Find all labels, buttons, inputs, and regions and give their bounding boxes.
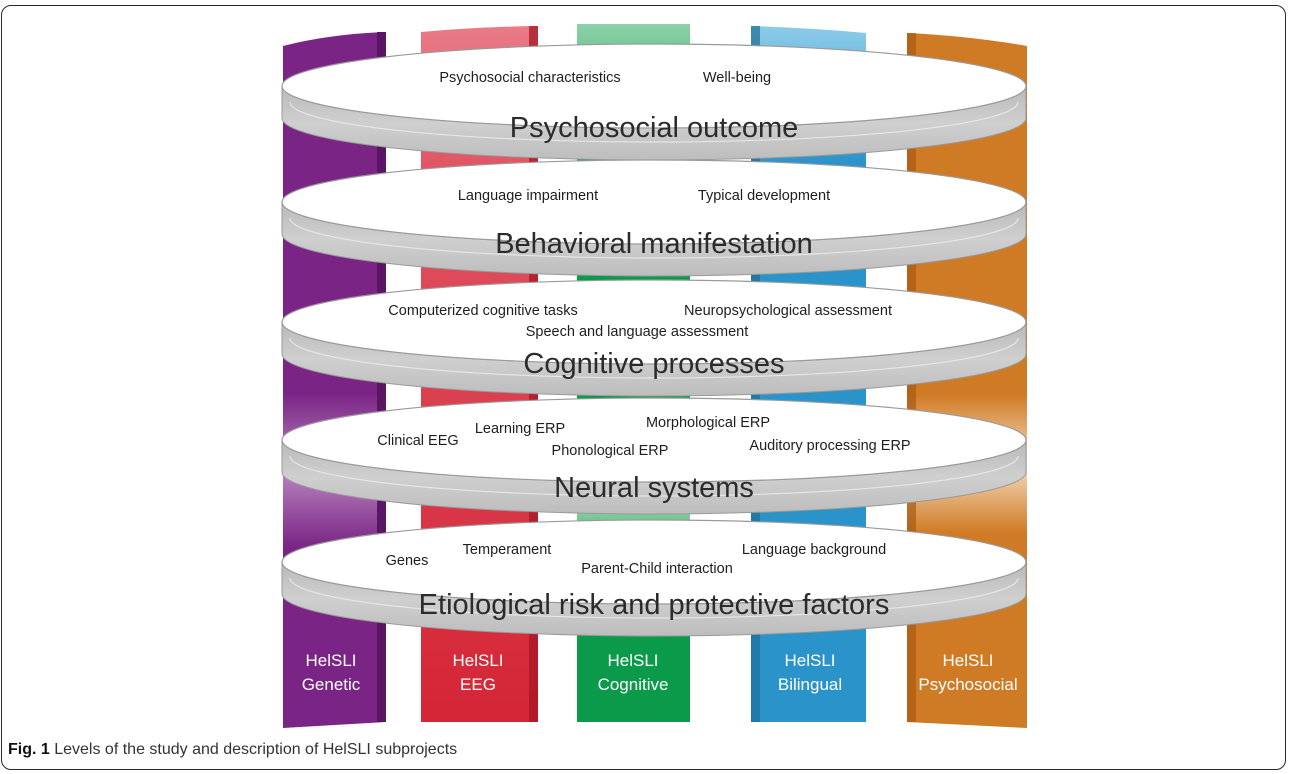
level-title: Etiological risk and protective factors xyxy=(419,589,890,621)
column-label-line2: Psychosocial xyxy=(918,675,1017,694)
level-item: Clinical EEG xyxy=(377,433,458,449)
level-item: Neuropsychological assessment xyxy=(684,303,892,319)
level-title: Neural systems xyxy=(554,472,754,504)
level-item: Psychosocial characteristics xyxy=(439,70,620,86)
level-title: Behavioral manifestation xyxy=(495,228,813,260)
level-disc-psychosocial-outcome xyxy=(281,43,1027,161)
level-item: Learning ERP xyxy=(475,421,565,437)
level-item: Genes xyxy=(386,553,429,569)
level-item: Computerized cognitive tasks xyxy=(388,303,577,319)
level-disc-cognitive-processes xyxy=(281,279,1027,397)
column-label-line1: HelSLI xyxy=(942,651,993,670)
column-label-line2: EEG xyxy=(460,675,496,694)
level-disc-etiological-factors xyxy=(281,519,1027,637)
figure-caption: Fig. 1 Levels of the study and descripti… xyxy=(8,741,457,759)
level-item: Parent-Child interaction xyxy=(581,561,733,577)
level-item: Auditory processing ERP xyxy=(749,438,910,454)
column-label-line1: HelSLI xyxy=(784,651,835,670)
level-title: Cognitive processes xyxy=(523,348,784,380)
level-disc-neural-systems xyxy=(281,397,1027,515)
level-item: Language background xyxy=(742,542,886,558)
caption-label: Fig. 1 xyxy=(8,741,50,758)
caption-text: Levels of the study and description of H… xyxy=(54,741,458,758)
column-label-line2: Genetic xyxy=(302,675,361,694)
level-item: Temperament xyxy=(463,542,552,558)
level-item: Language impairment xyxy=(458,188,598,204)
level-item: Speech and language assessment xyxy=(526,324,749,340)
level-item: Well-being xyxy=(703,70,771,86)
column-label-line1: HelSLI xyxy=(607,651,658,670)
column-label-line2: Cognitive xyxy=(598,675,669,694)
column-label-line1: HelSLI xyxy=(305,651,356,670)
column-label-line2: Bilingual xyxy=(778,675,842,694)
column-label-line1: HelSLI xyxy=(452,651,503,670)
level-disc-behavioral-manifestation xyxy=(281,159,1027,277)
level-item: Phonological ERP xyxy=(552,443,669,459)
level-title: Psychosocial outcome xyxy=(510,112,799,144)
level-item: Morphological ERP xyxy=(646,415,770,431)
level-item: Typical development xyxy=(698,188,830,204)
